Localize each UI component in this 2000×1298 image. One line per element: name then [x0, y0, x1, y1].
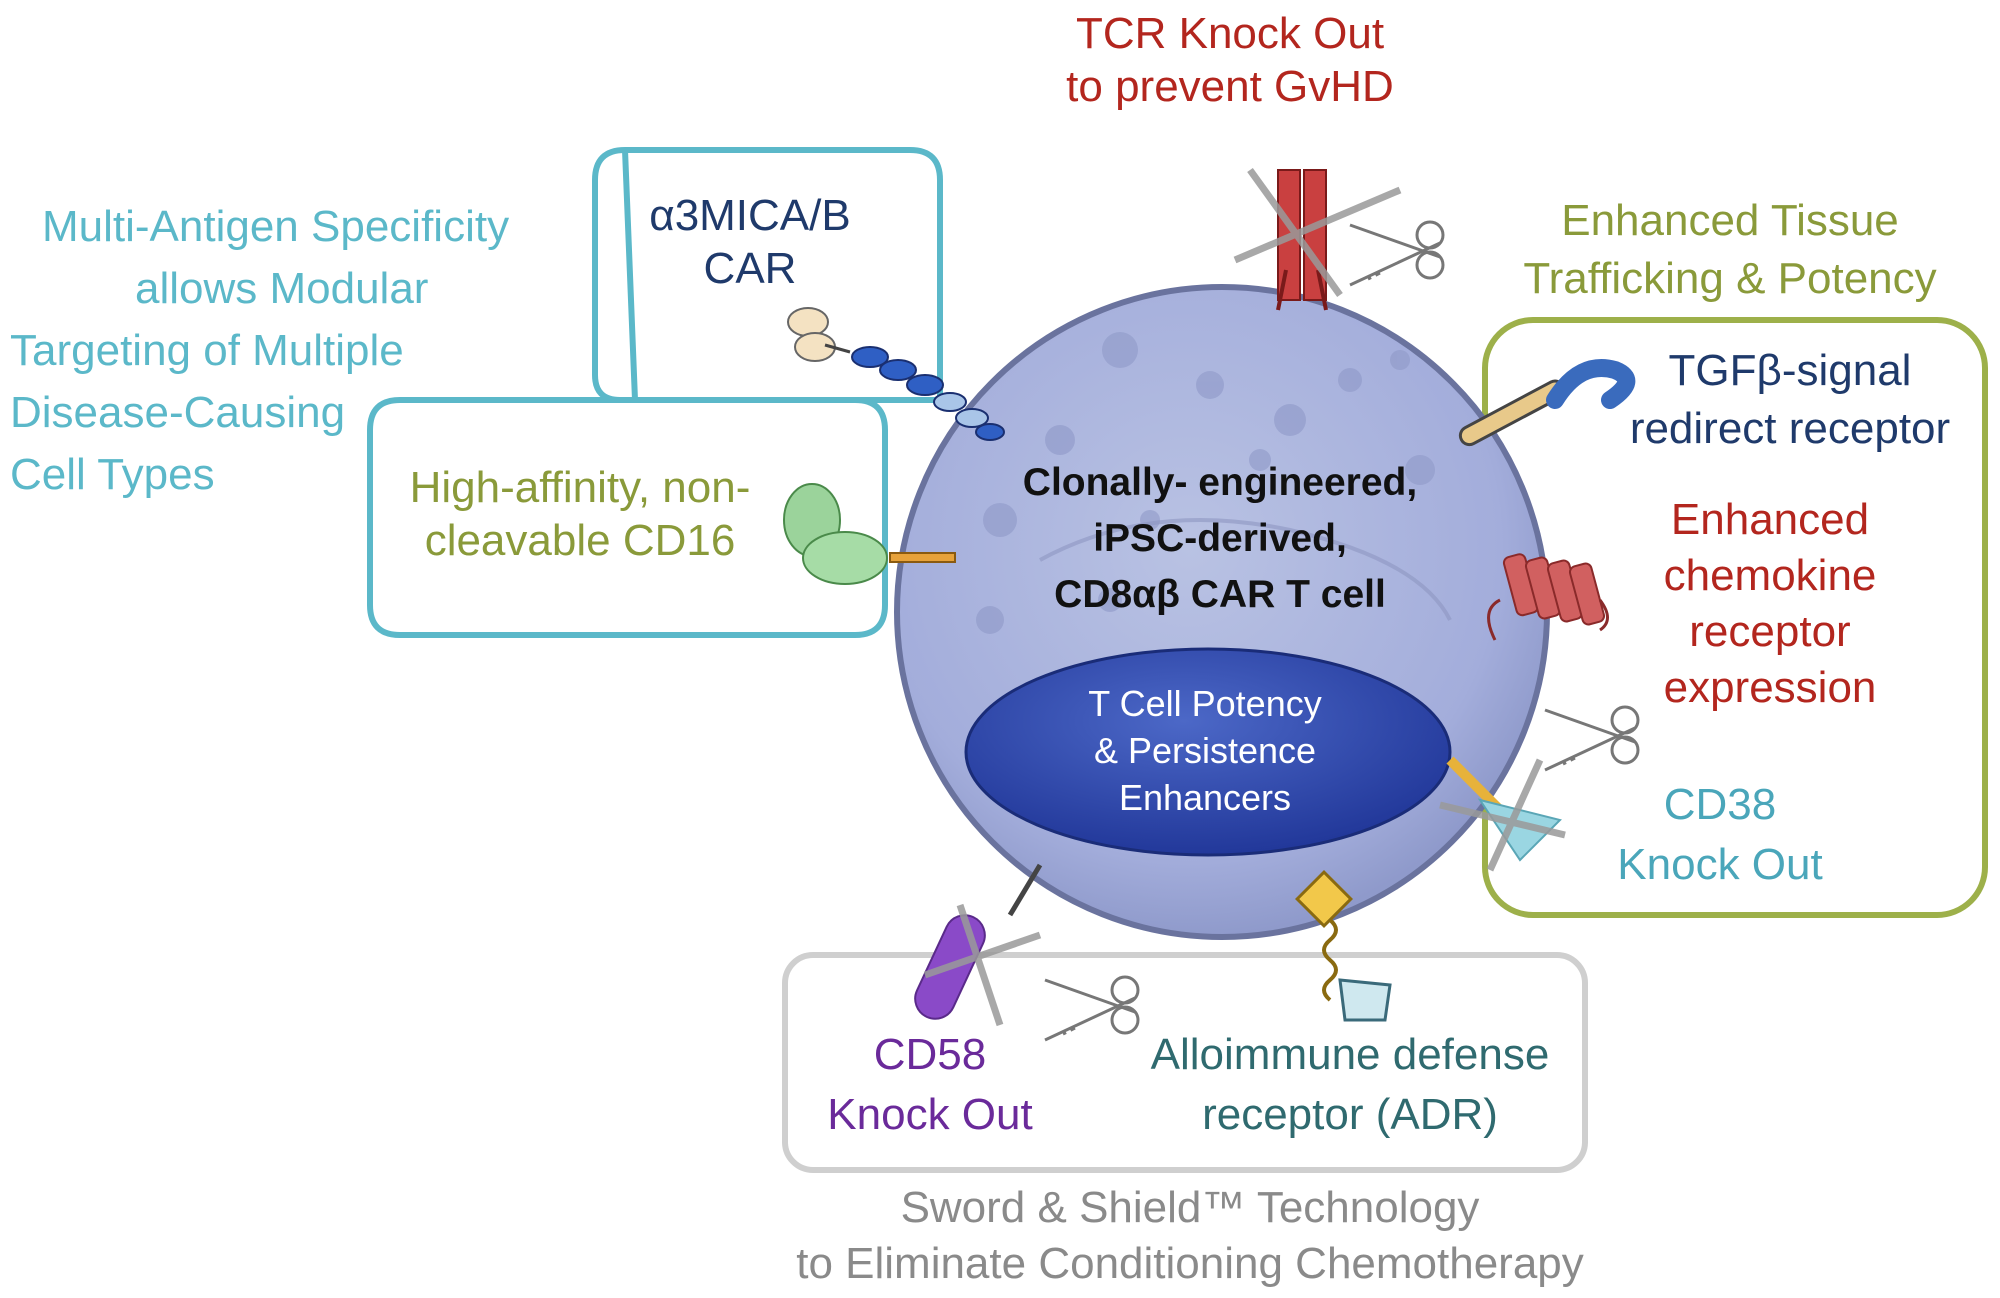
tgfb-label-line-2: redirect receptor	[1629, 404, 1951, 453]
multi-antigen-line-5: Cell Types	[10, 450, 215, 499]
car-receptor-icon	[787, 307, 1005, 441]
sword-label-line-1: Sword & Shield™ Technology	[900, 1183, 1480, 1232]
car-label-line-2: CAR	[703, 243, 797, 293]
cd58-knockout-label: CD58 Knock Out	[800, 1025, 1060, 1145]
cd58-cross-out-icon	[923, 903, 1042, 1027]
cd38-label-line-1: CD38	[1663, 780, 1777, 829]
chemokine-receptor-icon	[1487, 553, 1609, 641]
adr-receptor-icon	[1295, 870, 1392, 1022]
multi-antigen-line-4: Disease-Causing	[10, 388, 346, 437]
chemokine-label-line-3: receptor	[1689, 607, 1851, 656]
cd58-label-line-1: CD58	[873, 1030, 987, 1079]
cell-inner-contour	[1039, 518, 1452, 621]
adr-label: Alloimmune defense receptor (ADR)	[1120, 1025, 1580, 1145]
tcr-label-line-2: to prevent GvHD	[1066, 61, 1394, 111]
chemokine-label-line-2: chemokine	[1663, 551, 1877, 600]
adr-label-line-1: Alloimmune defense	[1150, 1030, 1550, 1079]
chemokine-label-line-1: Enhanced	[1670, 495, 1870, 544]
tcr-label-line-1: TCR Knock Out	[1075, 9, 1385, 58]
cd38-label-line-2: Knock Out	[1617, 840, 1823, 889]
chemokine-label-line-4: expression	[1663, 663, 1877, 712]
multi-antigen-line-1: Multi-Antigen Specificity	[42, 202, 510, 251]
cd16-box-outline	[367, 397, 888, 638]
tissue-trafficking-label: Enhanced Tissue Trafficking & Potency	[1495, 192, 1965, 308]
cd16-label: High-affinity, non- cleavable CD16	[380, 462, 780, 568]
cd38-cross-out-icon	[1439, 758, 1566, 872]
car-label-line-1: α3MICA/B	[649, 191, 851, 240]
nucleus-label-line-2: & Persistence	[1093, 730, 1317, 771]
cd38-scissors-icon	[1543, 705, 1640, 772]
cd16-receptor-icon	[783, 483, 956, 585]
cd16-label-line-1: High-affinity, non-	[409, 463, 751, 512]
car-label: α3MICA/B CAR	[600, 190, 900, 296]
multi-antigen-line-2: allows Modular	[135, 264, 429, 313]
tcr-scissors-icon	[1348, 220, 1445, 287]
nucleus-label-line-3: Enhancers	[1118, 777, 1292, 818]
sword-box-outline	[782, 952, 1588, 1173]
tgfb-receptor-icon	[1458, 359, 1636, 447]
tgfb-label-line-1: TGFβ-signal	[1668, 346, 1912, 395]
tcr-cross-out-icon	[1233, 167, 1402, 298]
cell-label-line-3: CD8αβ CAR T cell	[1054, 573, 1386, 616]
multi-antigen-line-3: Targeting of Multiple	[10, 326, 404, 375]
cell-label-line-1: Clonally- engineered,	[1022, 461, 1418, 504]
sword-shield-label: Sword & Shield™ Technology to Eliminate …	[690, 1180, 1690, 1292]
cell-title-label: Clonally- engineered, iPSC-derived, CD8α…	[985, 455, 1455, 623]
chemokine-label: Enhanced chemokine receptor expression	[1620, 492, 1920, 716]
tissue-label-line-1: Enhanced Tissue	[1561, 196, 1899, 245]
cell-granules	[976, 332, 1435, 634]
tgfb-receptor-label: TGFβ-signal redirect receptor	[1600, 342, 1980, 458]
nucleus	[964, 647, 1452, 857]
multi-antigen-label: Multi-Antigen Specificity allows Modular…	[10, 196, 570, 506]
cd58-label-line-2: Knock Out	[827, 1090, 1033, 1139]
tissue-label-line-2: Trafficking & Potency	[1523, 254, 1937, 303]
cd38-knockout-label: CD38 Knock Out	[1570, 775, 1870, 895]
sword-label-line-2: to Eliminate Conditioning Chemotherapy	[796, 1239, 1584, 1288]
adr-label-line-2: receptor (ADR)	[1202, 1090, 1498, 1139]
nucleus-label-line-1: T Cell Potency	[1088, 683, 1322, 724]
nucleus-label: T Cell Potency & Persistence Enhancers	[1030, 680, 1380, 821]
cell-label-line-2: iPSC-derived,	[1093, 517, 1347, 560]
tcr-knockout-label: TCR Knock Out to prevent GvHD	[1030, 8, 1430, 114]
cd16-label-line-2: cleavable CD16	[424, 515, 736, 565]
